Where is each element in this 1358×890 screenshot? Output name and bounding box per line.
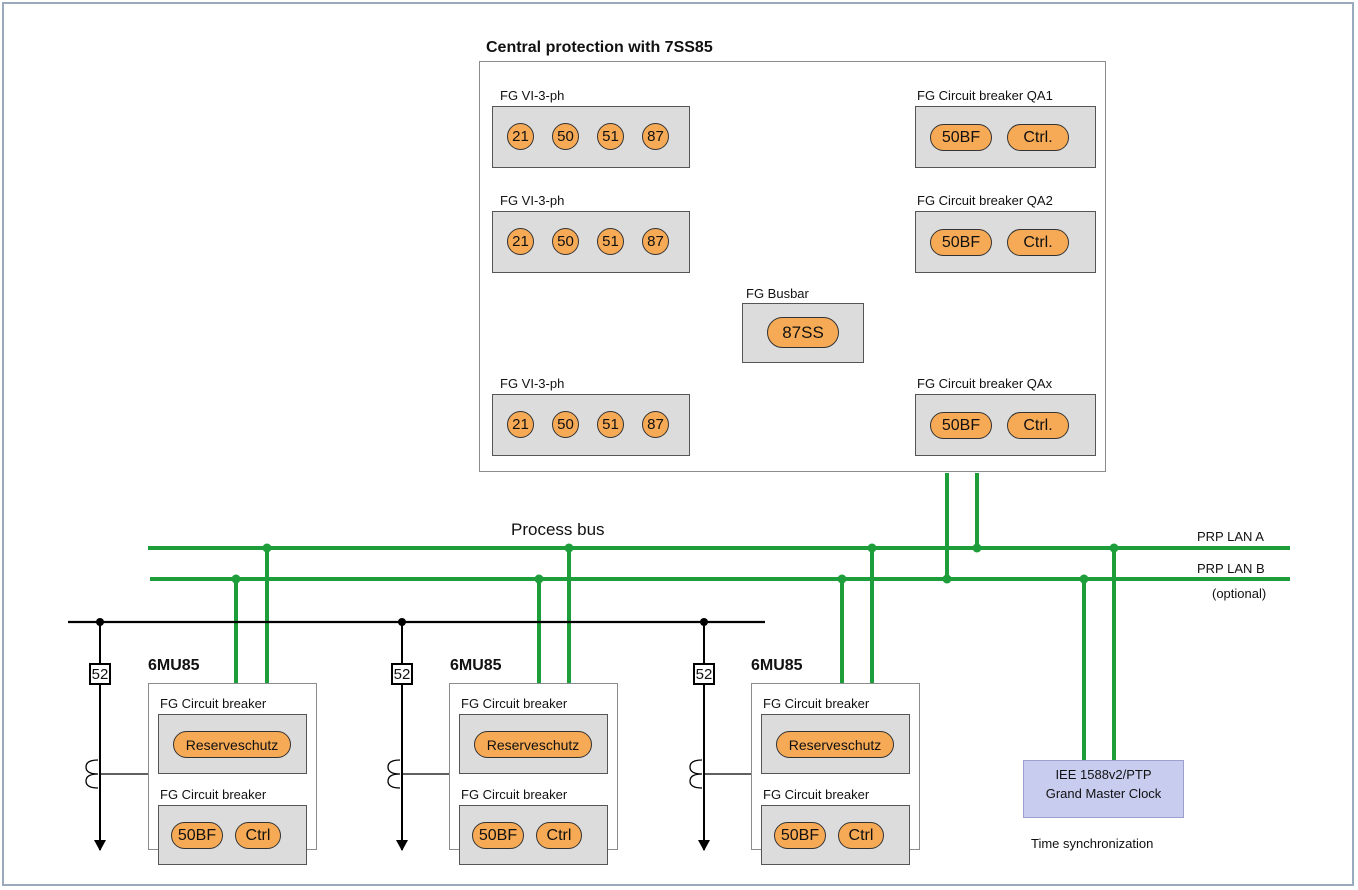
fg-reserve-block: Reserveschutz	[459, 714, 608, 774]
fg-cb-label: FG Circuit breaker QA1	[917, 88, 1053, 103]
fg-reserve-block: Reserveschutz	[761, 714, 910, 774]
function-50bf: 50BF	[930, 124, 992, 151]
function-21: 21	[507, 123, 534, 150]
fg-cb-block: 50BF Ctrl	[459, 805, 608, 865]
process-bus-junctions	[231, 543, 1119, 584]
function-ctrl: Ctrl	[235, 822, 281, 849]
prp-lan-a-label: PRP LAN A	[1197, 529, 1264, 544]
fg-vi-block: 21 50 51 87	[492, 211, 690, 273]
prp-lan-b-label: PRP LAN B	[1197, 561, 1265, 576]
circuit-breaker-52: 52	[693, 663, 715, 685]
fg-cb-block: 50BF Ctrl.	[915, 211, 1096, 273]
function-ctrl: Ctrl.	[1007, 124, 1069, 151]
optional-label: (optional)	[1212, 586, 1267, 601]
grand-master-clock: IEE 1588v2/PTP Grand Master Clock	[1023, 760, 1184, 818]
merging-unit-title: 6MU85	[751, 657, 803, 674]
clock-line-1: IEE 1588v2/PTP	[1055, 767, 1152, 782]
fg-cb-block: 50BF Ctrl.	[915, 394, 1096, 456]
function-reserveschutz: Reserveschutz	[776, 731, 894, 758]
fg-cb-block: 50BF Ctrl	[158, 805, 307, 865]
function-87: 87	[642, 228, 669, 255]
fg-vi-block: 21 50 51 87	[492, 106, 690, 168]
process-bus-label: Process bus	[511, 520, 605, 539]
feeder-3	[689, 618, 751, 851]
fg-busbar-block: 87SS	[742, 303, 864, 363]
fg-cb-label: FG Circuit breaker	[461, 787, 568, 802]
fg-cb-block: 50BF Ctrl.	[915, 106, 1096, 168]
merging-unit-title: 6MU85	[450, 657, 502, 674]
function-ctrl: Ctrl.	[1007, 229, 1069, 256]
time-sync-caption: Time synchronization	[1031, 836, 1154, 851]
function-50: 50	[552, 123, 579, 150]
function-87ss: 87SS	[767, 317, 839, 348]
merging-unit-box: FG Circuit breaker Reserveschutz FG Circ…	[148, 683, 317, 865]
function-50: 50	[552, 228, 579, 255]
fg-vi-label: FG VI-3-ph	[500, 376, 565, 391]
fg-busbar-label: FG Busbar	[746, 286, 809, 301]
function-50bf: 50BF	[774, 822, 826, 849]
function-87: 87	[642, 411, 669, 438]
merging-unit-box: FG Circuit breaker Reserveschutz FG Circ…	[449, 683, 618, 865]
function-51: 51	[597, 123, 624, 150]
fg-cb-label: FG Circuit breaker	[160, 696, 267, 711]
function-50bf: 50BF	[930, 412, 992, 439]
function-21: 21	[507, 411, 534, 438]
function-50: 50	[552, 411, 579, 438]
function-21: 21	[507, 228, 534, 255]
function-51: 51	[597, 228, 624, 255]
clock-line-2: Grand Master Clock	[1045, 786, 1162, 801]
function-50bf: 50BF	[171, 822, 223, 849]
fg-vi-label: FG VI-3-ph	[500, 193, 565, 208]
function-87: 87	[642, 123, 669, 150]
fg-reserve-block: Reserveschutz	[158, 714, 307, 774]
fg-cb-label: FG Circuit breaker	[461, 696, 568, 711]
fg-cb-label: FG Circuit breaker	[763, 787, 870, 802]
fg-vi-block: 21 50 51 87	[492, 394, 690, 456]
function-reserveschutz: Reserveschutz	[173, 731, 291, 758]
function-50bf: 50BF	[930, 229, 992, 256]
feeder-2	[387, 618, 449, 851]
function-50bf: 50BF	[472, 822, 524, 849]
fg-cb-label: FG Circuit breaker QA2	[917, 193, 1053, 208]
fg-vi-label: FG VI-3-ph	[500, 88, 565, 103]
function-51: 51	[597, 411, 624, 438]
fg-cb-label: FG Circuit breaker	[763, 696, 870, 711]
fg-cb-block: 50BF Ctrl	[761, 805, 910, 865]
feeder-1	[85, 618, 148, 851]
fg-cb-label: FG Circuit breaker QAx	[917, 376, 1053, 391]
merging-unit-box: FG Circuit breaker Reserveschutz FG Circ…	[751, 683, 920, 865]
fg-cb-label: FG Circuit breaker	[160, 787, 267, 802]
central-title: Central protection with 7SS85	[486, 39, 713, 56]
function-reserveschutz: Reserveschutz	[474, 731, 592, 758]
function-ctrl: Ctrl.	[1007, 412, 1069, 439]
merging-unit-title: 6MU85	[148, 657, 200, 674]
circuit-breaker-52: 52	[89, 663, 111, 685]
function-ctrl: Ctrl	[838, 822, 884, 849]
circuit-breaker-52: 52	[391, 663, 413, 685]
function-ctrl: Ctrl	[536, 822, 582, 849]
process-bus-lines	[148, 473, 1290, 760]
